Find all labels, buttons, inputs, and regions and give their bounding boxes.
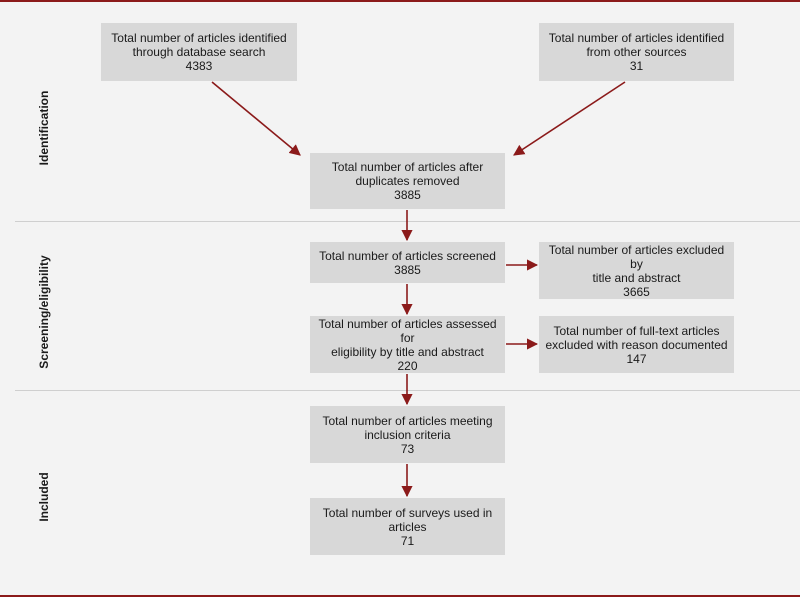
box-count: 73 (400, 441, 415, 456)
box-count: 220 (397, 358, 418, 373)
box-text-line: Total number of articles identified (548, 31, 725, 45)
box-other-sources: Total number of articles identified from… (539, 23, 734, 81)
box-count: 71 (400, 533, 415, 548)
box-text-line: excluded with reason documented (545, 337, 728, 352)
arrow-database-to-duplicates (211, 81, 301, 156)
box-count: 3885 (394, 188, 421, 202)
box-text-line: Total number of full-text articles (553, 323, 720, 338)
box-screened: Total number of articles screened 3885 (310, 242, 505, 283)
box-text-line: Total number of articles excluded by (548, 242, 725, 271)
box-excluded-fulltext: Total number of full-text articles exclu… (539, 316, 734, 373)
box-count: 31 (629, 59, 644, 73)
box-text-line: articles (388, 519, 427, 534)
box-excluded-title-abstract: Total number of articles excluded by tit… (539, 242, 734, 299)
box-surveys-used: Total number of surveys used in articles… (310, 498, 505, 555)
box-count: 3665 (623, 284, 650, 299)
box-count: 4383 (185, 59, 213, 73)
box-text-line: Total number of surveys used in (322, 505, 493, 520)
box-text-line: from other sources (586, 45, 687, 59)
box-assessed-eligibility: Total number of articles assessed for el… (310, 316, 505, 373)
box-meeting-criteria: Total number of articles meeting inclusi… (310, 406, 505, 463)
box-text-line: Total number of articles identified (111, 31, 287, 45)
box-text-line: Total number of articles after (331, 160, 484, 174)
box-text-line: Total number of articles assessed for (318, 316, 497, 345)
box-text-line: title and abstract (592, 270, 681, 285)
box-text-line: Total number of articles meeting (322, 413, 493, 428)
box-count: 3885 (394, 262, 421, 277)
arrow-other-to-duplicates (513, 81, 626, 156)
box-text-line: through database search (132, 45, 266, 59)
box-text-line: inclusion criteria (364, 427, 451, 442)
box-count: 147 (626, 351, 647, 366)
box-text-line: duplicates removed (355, 174, 460, 188)
box-text-line: eligibility by title and abstract (331, 344, 484, 359)
box-text-line: Total number of articles screened (319, 248, 496, 263)
box-after-duplicates: Total number of articles after duplicate… (310, 153, 505, 209)
box-database-search: Total number of articles identified thro… (101, 23, 297, 81)
